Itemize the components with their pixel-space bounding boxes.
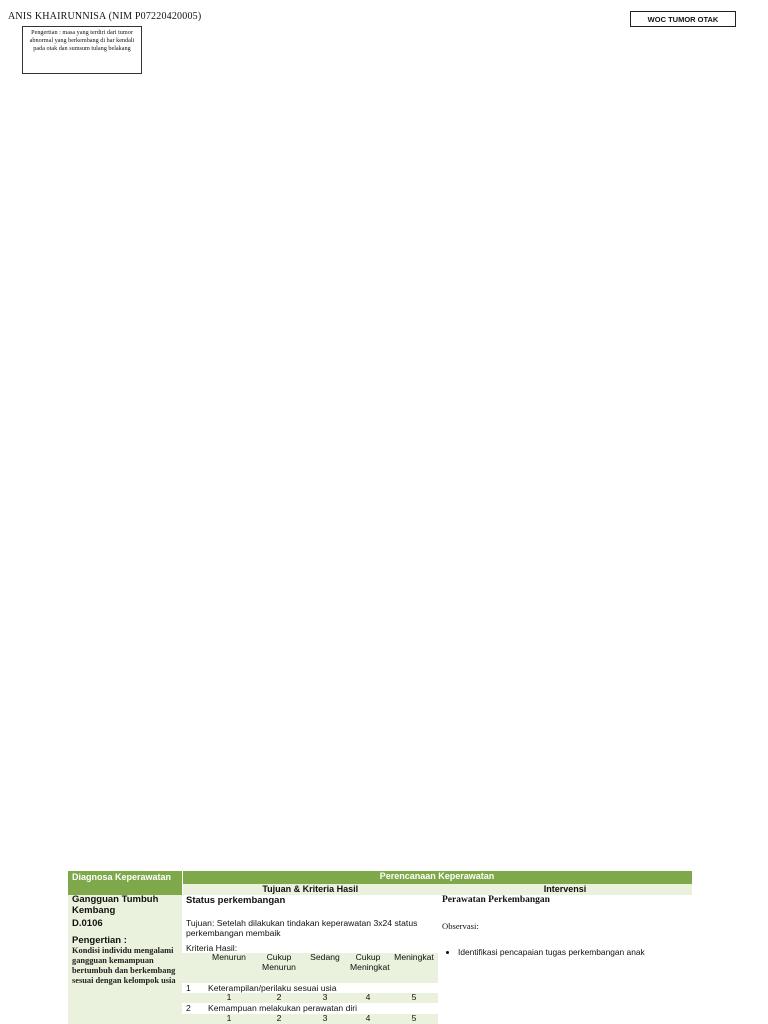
criteria-value: 1 <box>226 991 232 1002</box>
criteria-value: 1 <box>226 1012 232 1023</box>
intervention-list-cell: Identifikasi pencapaian tugas perkembang… <box>438 943 692 1024</box>
tujuan-header: Tujuan & Kriteria Hasil <box>262 883 359 894</box>
observation-item: Identifikasi pencapaian tugas perkembang… <box>458 947 688 957</box>
kriteria-label: Kriteria Hasil: <box>186 942 238 953</box>
criteria-values-row: 1 2 3 4 5 <box>68 1012 693 1024</box>
criteria-values-row: 1 2 3 4 5 <box>68 991 693 1004</box>
perencanaan-header: Perencanaan Keperawatan <box>182 871 693 884</box>
pengertian-label: Pengertian : <box>72 934 127 946</box>
criteria-label: Keterampilan/perilaku sesuai usia <box>208 982 337 993</box>
definition-box: Pengertian : masa yang terdiri dari tumo… <box>22 26 142 74</box>
criteria-value: 5 <box>411 991 417 1002</box>
scale-label: Meningkat <box>394 952 434 963</box>
diagnosis-cell: Gangguan Tumbuh Kembang D.0106 Pengertia… <box>68 893 182 1024</box>
woc-title: WOC TUMOR OTAK <box>630 11 736 27</box>
tujuan-text: Tujuan: Setelah dilakukan tindakan keper… <box>186 917 418 939</box>
criteria-value: 2 <box>276 1012 282 1023</box>
care-plan-table: Diagnosa Keperawatan Perencanaan Keperaw… <box>68 871 693 1024</box>
criteria-value: 3 <box>322 1012 328 1023</box>
criteria-label: Kemampuan melakukan perawatan diri <box>208 1003 358 1014</box>
author-header: ANIS KHAIRUNNISA (NIM P07220420005) <box>8 11 202 22</box>
criteria-value: 4 <box>365 991 371 1002</box>
criteria-value: 5 <box>411 1012 417 1023</box>
criteria-row: 2 Kemampuan melakukan perawatan diri <box>68 1003 692 1013</box>
intervensi-header: Intervensi <box>543 883 587 894</box>
criteria-value: 3 <box>322 991 328 1002</box>
outcome-title: Status perkembangan <box>186 894 286 906</box>
observasi-label: Observasi: <box>442 920 479 931</box>
criteria-number: 1 <box>186 982 191 993</box>
diagnosis-name: Gangguan Tumbuh Kembang <box>72 893 159 916</box>
criteria-value: 2 <box>276 991 282 1002</box>
criteria-row: 1 Keterampilan/perilaku sesuai usia <box>68 983 692 993</box>
criteria-value: 4 <box>365 1012 371 1023</box>
scale-label: Menurun <box>212 952 246 963</box>
pengertian-text: Kondisi individu mengalami gangguan kema… <box>72 945 176 985</box>
scale-label: Cukup Meningkat <box>350 952 390 973</box>
diagnosa-header: Diagnosa Keperawatan <box>68 871 183 895</box>
intervention-title: Perawatan Perkembangan <box>442 894 550 905</box>
scale-label: Sedang <box>310 952 340 963</box>
criteria-number: 2 <box>186 1003 191 1014</box>
scale-label: Cukup Menurun <box>262 952 296 973</box>
diagnosis-code: D.0106 <box>72 917 103 929</box>
